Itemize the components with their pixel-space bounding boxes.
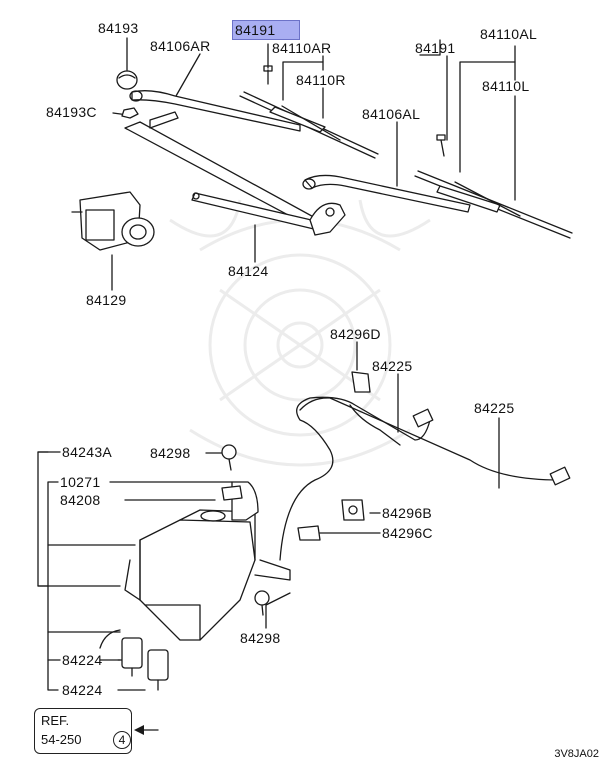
part-label-84106AR[interactable]: 84106AR [150, 38, 211, 54]
bolt-84191-top [263, 65, 273, 85]
part-label-84191-highlighted[interactable]: 84191 [232, 20, 300, 40]
part-label-84296B[interactable]: 84296B [382, 505, 433, 521]
washer-hose [279, 371, 571, 561]
wiper-blade-left [414, 170, 573, 239]
filler-neck [200, 481, 259, 522]
part-label-84296D[interactable]: 84296D [330, 326, 381, 342]
pivot-nut [121, 107, 139, 119]
wiper-blade-right [239, 91, 379, 159]
pivot-cap [116, 70, 138, 90]
part-label-84298-top[interactable]: 84298 [150, 445, 191, 461]
part-label-84110AR[interactable]: 84110AR [272, 40, 332, 56]
reference-circled-number: 4 [113, 731, 131, 749]
part-label-10271[interactable]: 10271 [60, 474, 101, 490]
part-label-84110AL[interactable]: 84110AL [480, 26, 538, 42]
diagram-code: 3V8JA02 [554, 748, 599, 760]
part-label-84296C[interactable]: 84296C [382, 525, 433, 541]
part-label-84193[interactable]: 84193 [98, 20, 139, 36]
part-label-84193C[interactable]: 84193C [46, 104, 97, 120]
wiper-linkage [124, 111, 346, 236]
part-label-84225-upper[interactable]: 84225 [372, 358, 413, 374]
part-label-84224-lower[interactable]: 84224 [62, 682, 103, 698]
wiper-arm-left [302, 174, 471, 213]
bolt-84298-top [221, 444, 237, 471]
part-label-84208[interactable]: 84208 [60, 492, 101, 508]
hose-clip-84296C [297, 525, 321, 541]
washer-pump-2 [99, 629, 169, 691]
bolt-84191-right [436, 134, 446, 157]
reference-label: REF. [41, 713, 70, 728]
hose-clip-84296B [341, 499, 365, 521]
reference-arrow [134, 725, 159, 735]
washer-pump-1 [99, 637, 143, 677]
bolt-84298-bottom [254, 590, 270, 616]
part-label-84129[interactable]: 84129 [86, 292, 127, 308]
part-label-84110L[interactable]: 84110L [482, 78, 530, 94]
part-label-84110R[interactable]: 84110R [296, 72, 346, 88]
part-label-84124[interactable]: 84124 [228, 263, 269, 279]
part-label-84224-upper[interactable]: 84224 [62, 652, 103, 668]
washer-reservoir [124, 509, 291, 641]
reference-page: 54-250 [41, 732, 82, 747]
part-label-84225-right[interactable]: 84225 [474, 400, 515, 416]
wiper-arm-right [129, 90, 301, 132]
reference-box[interactable]: REF. 54-250 4 [34, 708, 132, 754]
wiper-motor [71, 191, 155, 251]
part-label-84191-right[interactable]: 84191 [415, 40, 456, 56]
part-label-84243A[interactable]: 84243A [62, 444, 113, 460]
part-label-84298-bottom[interactable]: 84298 [240, 630, 281, 646]
part-label-84106AL[interactable]: 84106AL [362, 106, 421, 122]
leader-lines [37, 37, 516, 691]
